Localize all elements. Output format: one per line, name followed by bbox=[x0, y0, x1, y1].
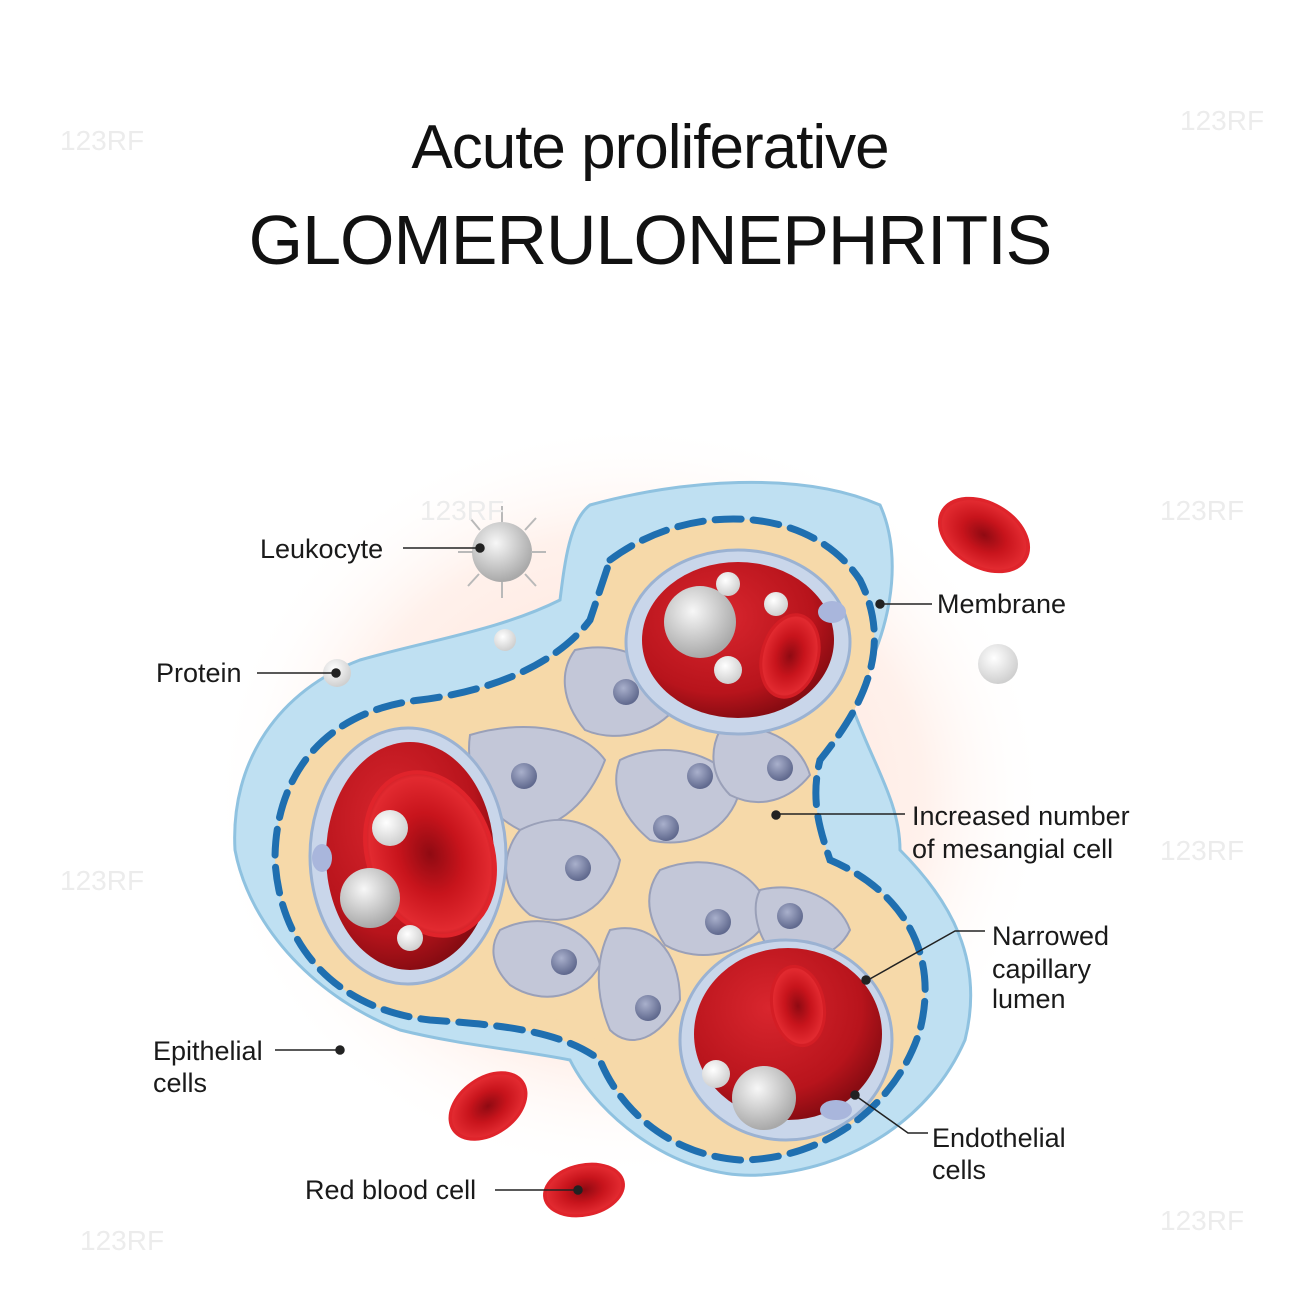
leukocyte-cell bbox=[458, 506, 546, 598]
label-endothelial-line-1: Endothelial bbox=[932, 1123, 1066, 1153]
red-blood-cell bbox=[448, 1071, 528, 1141]
protein-particle bbox=[494, 629, 516, 651]
red-blood-cell bbox=[543, 1162, 625, 1218]
title-line-1: Acute proliferative bbox=[411, 113, 889, 182]
title-line-2: GLOMERULONEPHRITIS bbox=[248, 201, 1053, 279]
label-membrane: Membrane bbox=[937, 589, 1066, 619]
label-epithelial-line-2: cells bbox=[153, 1068, 207, 1098]
watermark-layer: 123RF 123RF 123RF 123RF 123RF 123RF 123R… bbox=[60, 105, 1264, 1256]
label-epithelial-line-1: Epithelial bbox=[153, 1036, 263, 1066]
label-mesangial-line-2: of mesangial cell bbox=[912, 834, 1113, 864]
watermark-text: 123RF bbox=[80, 1225, 164, 1256]
label-endothelial-line-2: cells bbox=[932, 1155, 986, 1185]
label-narrowed-line-3: lumen bbox=[992, 984, 1066, 1014]
protein-particle bbox=[978, 644, 1018, 684]
label-narrowed-line-1: Narrowed bbox=[992, 921, 1109, 951]
label-protein: Protein bbox=[156, 658, 242, 688]
watermark-text: 123RF bbox=[1160, 835, 1244, 866]
watermark-text: 123RF bbox=[420, 495, 504, 526]
watermark-text: 123RF bbox=[1180, 105, 1264, 136]
watermark-text: 123RF bbox=[60, 865, 144, 896]
label-red-blood-cell: Red blood cell bbox=[305, 1175, 476, 1205]
label-leukocyte: Leukocyte bbox=[260, 534, 383, 564]
leader-lines bbox=[257, 543, 985, 1195]
label-mesangial-line-1: Increased number bbox=[912, 801, 1130, 831]
watermark-text: 123RF bbox=[1160, 1205, 1244, 1236]
label-narrowed-line-2: capillary bbox=[992, 954, 1092, 984]
watermark-text: 123RF bbox=[60, 125, 144, 156]
watermark-text: 123RF bbox=[1160, 495, 1244, 526]
red-blood-cell bbox=[937, 496, 1031, 574]
